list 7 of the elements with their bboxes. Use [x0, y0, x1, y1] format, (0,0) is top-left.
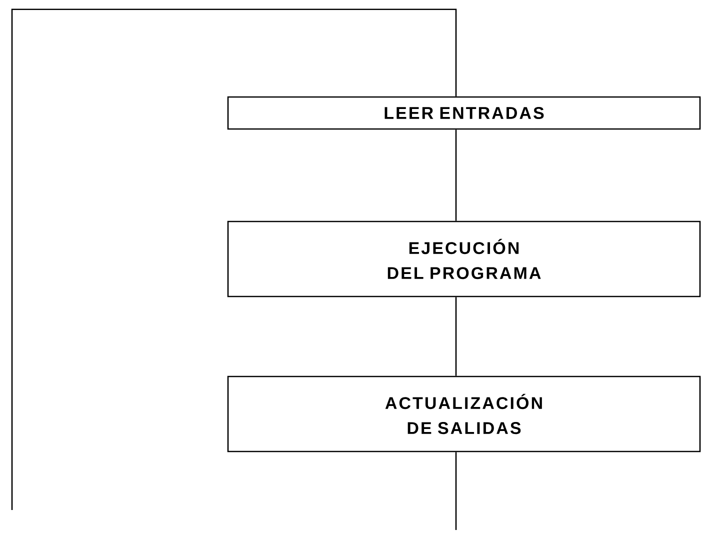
- connector-line: [455, 452, 457, 530]
- process-box: ACTUALIZACIÓN DE SALIDAS: [227, 376, 701, 452]
- connector-line: [11, 8, 457, 510]
- process-box: EJECUCIÓN DEL PROGRAMA: [227, 220, 701, 298]
- process-box: LEER ENTRADAS: [227, 96, 701, 130]
- connector-line: [455, 130, 457, 221]
- connector-line: [455, 297, 457, 376]
